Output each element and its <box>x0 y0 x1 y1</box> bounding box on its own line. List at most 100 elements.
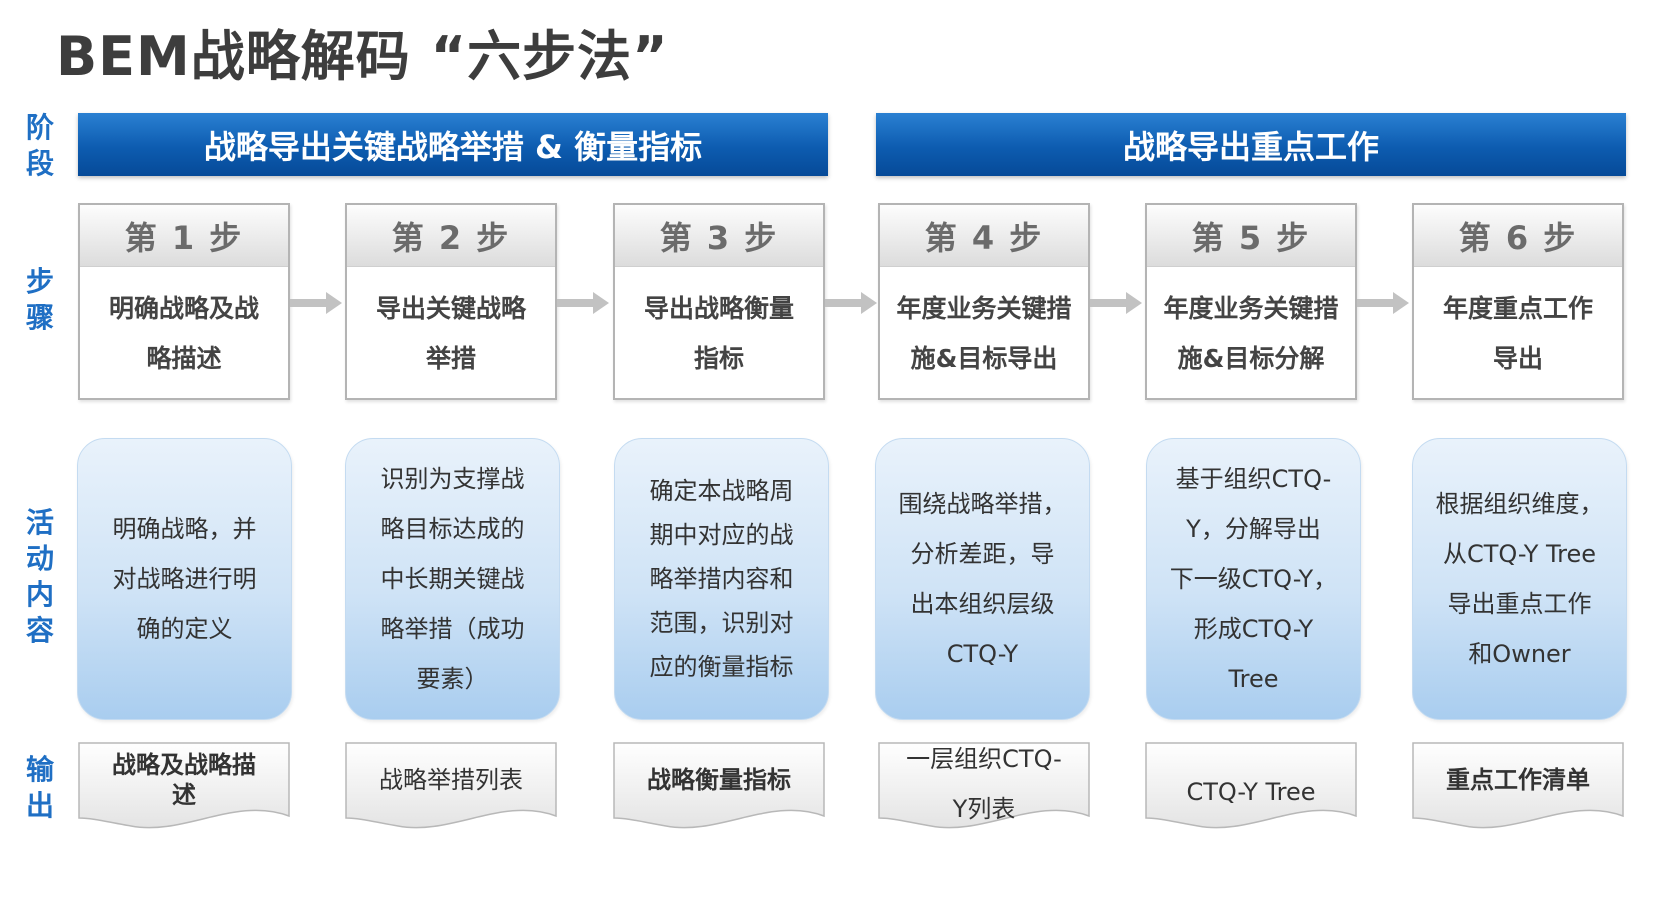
step-name-line: 指标 <box>693 343 744 373</box>
step-name-line: 施&目标导出 <box>910 343 1058 373</box>
arrow-right-icon <box>1357 292 1409 314</box>
activity-line: 识别为支撑战 <box>380 465 525 493</box>
output-line: CTQ-Y Tree <box>1186 778 1316 806</box>
row-label-char: 骤 <box>25 301 54 334</box>
output-doc-6: 重点工作清单 <box>1412 742 1624 834</box>
arrow-right-icon <box>825 292 877 314</box>
document-shape-icon <box>878 742 1090 829</box>
step-header: 第 1 步 <box>80 205 288 267</box>
row-label-output: 输 出 <box>18 752 62 824</box>
activity-line: Tree <box>1228 665 1279 693</box>
arrow-right-icon <box>1090 292 1142 314</box>
activity-line: 中长期关键战 <box>380 565 525 593</box>
step-box-3: 第 3 步 导出战略衡量 指标 <box>613 203 825 400</box>
row-label-char: 阶 <box>25 111 54 144</box>
output-line: 战略衡量指标 <box>647 766 791 794</box>
output-line: 战略及战略描 <box>112 751 256 779</box>
activity-line: 应的衡量指标 <box>649 653 794 681</box>
row-label-steps: 步 骤 <box>18 264 62 336</box>
step-name-line: 年度重点工作 <box>1442 293 1593 323</box>
activity-box-6: 根据组织维度， 从CTQ-Y Tree 导出重点工作 和Owner <box>1412 438 1627 720</box>
document-shape-icon <box>613 742 825 829</box>
output-doc-5: CTQ-Y Tree <box>1145 742 1357 834</box>
activity-line: 要素） <box>416 665 489 693</box>
activity-line: 导出重点工作 <box>1447 590 1592 618</box>
row-label-activities: 活 动 内 容 <box>18 505 62 649</box>
step-header: 第 6 步 <box>1414 205 1622 267</box>
activity-line: 确的定义 <box>136 615 233 643</box>
activity-box-5: 基于组织CTQ- Y，分解导出 下一级CTQ-Y， 形成CTQ-Y Tree <box>1146 438 1361 720</box>
step-name-line: 明确战略及战 <box>108 293 259 323</box>
activity-line: 期中对应的战 <box>649 521 794 549</box>
activity-box-2: 识别为支撑战 略目标达成的 中长期关键战 略举措（成功 要素） <box>345 438 560 720</box>
step-box-5: 第 5 步 年度业务关键措 施&目标分解 <box>1145 203 1357 400</box>
output-text: 一层组织CTQ- Y列表 <box>878 742 1090 826</box>
document-shape-icon <box>1145 742 1357 829</box>
page-title: BEM战略解码 “六步法” <box>56 25 669 88</box>
arrow-right-icon <box>557 292 609 314</box>
activity-line: 围绕战略举措， <box>898 490 1067 518</box>
document-shape-icon <box>1412 742 1624 829</box>
document-shape-icon <box>345 742 557 829</box>
arrow-right-icon <box>290 292 342 314</box>
row-label-char: 动 <box>25 542 54 575</box>
step-header: 第 5 步 <box>1147 205 1355 267</box>
activity-box-4: 围绕战略举措， 分析差距，导 出本组织层级 CTQ-Y <box>875 438 1090 720</box>
output-line: 述 <box>172 781 196 809</box>
output-line: Y列表 <box>952 795 1016 823</box>
step-header: 第 3 步 <box>615 205 823 267</box>
activity-line: 从CTQ-Y Tree <box>1442 540 1597 568</box>
activity-box-3: 确定本战略周 期中对应的战 略举措内容和 范围，识别对 应的衡量指标 <box>614 438 829 720</box>
step-name-line: 导出关键战略 <box>375 293 526 323</box>
step-name-line: 举措 <box>425 343 476 373</box>
row-label-char: 活 <box>25 506 54 539</box>
output-line: 战略举措列表 <box>379 766 523 794</box>
row-label-char: 步 <box>25 265 54 298</box>
step-name-line: 导出战略衡量 <box>643 293 794 323</box>
row-label-char: 内 <box>25 578 54 611</box>
step-name-line: 年度业务关键措 <box>896 293 1072 323</box>
activity-line: 范围，识别对 <box>649 609 794 637</box>
activity-line: Y，分解导出 <box>1186 515 1321 543</box>
activity-line: 形成CTQ-Y <box>1193 615 1314 643</box>
output-line: 一层组织CTQ- <box>906 745 1062 773</box>
activity-line: 略举措（成功 <box>380 615 525 643</box>
row-label-char: 输 <box>25 753 54 786</box>
step-header: 第 2 步 <box>347 205 555 267</box>
step-box-6: 第 6 步 年度重点工作 导出 <box>1412 203 1624 400</box>
activity-line: 明确战略，并 <box>112 515 257 543</box>
document-shape-icon <box>78 742 290 829</box>
row-label-char: 容 <box>25 614 54 647</box>
step-box-2: 第 2 步 导出关键战略 举措 <box>345 203 557 400</box>
step-box-1: 第 1 步 明确战略及战 略描述 <box>78 203 290 400</box>
step-name: 导出关键战略 举措 <box>347 267 555 400</box>
output-text: 战略衡量指标 <box>613 742 825 818</box>
step-name: 明确战略及战 略描述 <box>80 267 288 400</box>
output-line: 重点工作清单 <box>1446 766 1590 794</box>
activity-line: 和Owner <box>1468 640 1571 668</box>
stage-banner-2: 战略导出重点工作 <box>876 113 1626 176</box>
step-name: 导出战略衡量 指标 <box>615 267 823 400</box>
step-name-line: 导出 <box>1492 343 1543 373</box>
output-text: CTQ-Y Tree <box>1145 742 1357 826</box>
step-box-4: 第 4 步 年度业务关键措 施&目标导出 <box>878 203 1090 400</box>
activity-line: CTQ-Y <box>946 640 1019 668</box>
step-name: 年度业务关键措 施&目标分解 <box>1147 267 1355 400</box>
step-name-line: 施&目标分解 <box>1177 343 1325 373</box>
row-label-char: 段 <box>25 147 54 180</box>
output-doc-4: 一层组织CTQ- Y列表 <box>878 742 1090 834</box>
step-name: 年度重点工作 导出 <box>1414 267 1622 400</box>
output-doc-1: 战略及战略描 述 <box>78 742 290 834</box>
step-name-line: 年度业务关键措 <box>1163 293 1339 323</box>
activity-line: 分析差距，导 <box>910 540 1055 568</box>
output-doc-3: 战略衡量指标 <box>613 742 825 834</box>
output-doc-2: 战略举措列表 <box>345 742 557 834</box>
stage-banner-1: 战略导出关键战略举措 & 衡量指标 <box>78 113 828 176</box>
activity-line: 基于组织CTQ- <box>1175 465 1332 493</box>
activity-line: 对战略进行明 <box>112 565 257 593</box>
row-label-stage: 阶 段 <box>18 110 62 182</box>
activity-box-1: 明确战略，并 对战略进行明 确的定义 <box>77 438 292 720</box>
output-text: 战略及战略描 述 <box>78 742 290 818</box>
activity-line: 略举措内容和 <box>649 565 794 593</box>
output-text: 战略举措列表 <box>345 742 557 818</box>
